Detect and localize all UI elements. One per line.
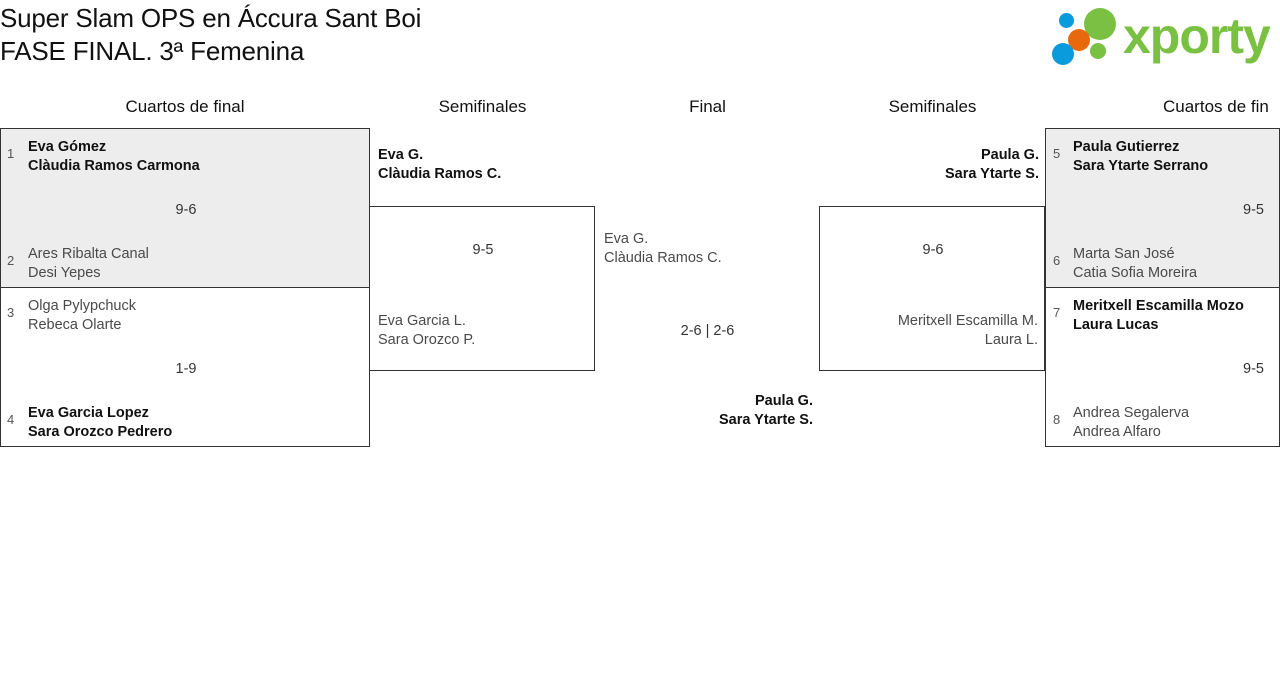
player-name: Catia Sofia Moreira: [1073, 265, 1198, 281]
round-header-quarterfinals-left: Cuartos de final: [125, 97, 245, 116]
team-top: Meritxell Escamilla Mozo Laura Lucas: [1073, 297, 1244, 335]
seed-number: 1: [7, 146, 15, 161]
seed-number: 8: [1053, 412, 1061, 427]
player-name: Rebeca Olarte: [28, 317, 122, 333]
round-header-semifinals-right: Semifinales: [888, 97, 977, 116]
player-name: Paula G.: [980, 147, 1039, 163]
round-header-final: Final: [689, 97, 726, 116]
match-quarterfinal-4[interactable]: 7 Meritxell Escamilla Mozo Laura Lucas 8…: [1045, 287, 1280, 447]
player-name: Eva Gómez: [28, 139, 107, 155]
match-quarterfinal-1[interactable]: 1 Eva Gómez Clàudia Ramos Carmona 2 Ares…: [0, 128, 370, 288]
player-name: Eva Garcia L.: [378, 313, 466, 329]
player-name: Andrea Segalerva: [1073, 405, 1190, 421]
player-name: Andrea Alfaro: [1073, 424, 1161, 440]
logo-dot-green-small: [1090, 43, 1106, 59]
player-name: Meritxell Escamilla Mozo: [1073, 298, 1244, 314]
player-name: Sara Orozco P.: [378, 332, 476, 348]
team-bottom: Andrea Segalerva Andrea Alfaro: [1073, 404, 1189, 442]
title-line-2: FASE FINAL. 3ª Femenina: [0, 36, 305, 66]
match-score: 1-9: [175, 361, 197, 377]
title-line-1: Super Slam OPS en Áccura Sant Boi: [0, 3, 422, 33]
final-champion: Paula G. Sara Ytarte S.: [560, 392, 813, 430]
match-score: 9-5: [472, 242, 494, 258]
team-bottom: Ares Ribalta Canal Desi Yepes: [28, 245, 149, 283]
player-name: Laura Lucas: [1073, 317, 1159, 333]
semifinal-right-winner: Paula G. Sara Ytarte S.: [620, 146, 1039, 184]
round-header-quarterfinals-right: Cuartos de fin: [1163, 97, 1269, 116]
seed-number: 5: [1053, 146, 1061, 161]
player-name: Sara Ytarte Serrano: [1073, 158, 1209, 174]
match-semifinal-left[interactable]: Eva Garcia L. Sara Orozco P. 9-5: [369, 206, 595, 371]
match-score: 9-6: [922, 242, 944, 258]
logo-dot-blue-medium: [1052, 43, 1074, 65]
final-score: 2-6 | 2-6: [680, 323, 735, 339]
player-name: Sara Orozco Pedrero: [28, 424, 173, 440]
xporty-logo[interactable]: xporty: [1045, 5, 1277, 67]
logo-wordmark: xporty: [1123, 8, 1271, 64]
final-runner-up: Eva G. Clàudia Ramos C.: [604, 230, 722, 268]
player-name: Eva Garcia Lopez: [28, 405, 149, 421]
player-name: Olga Pylypchuck: [28, 298, 136, 314]
player-name: Desi Yepes: [28, 265, 101, 281]
player-name: Marta San José: [1073, 246, 1175, 262]
seed-number: 2: [7, 253, 15, 268]
page-title: Super Slam OPS en Áccura Sant Boi FASE F…: [0, 2, 760, 68]
player-name: Paula G.: [754, 393, 813, 409]
round-header-semifinals-left: Semifinales: [438, 97, 527, 116]
player-name: Clàudia Ramos C.: [604, 250, 722, 266]
logo-dot-green-large: [1084, 8, 1116, 40]
team-top: Olga Pylypchuck Rebeca Olarte: [28, 297, 136, 335]
player-name: Sara Ytarte S.: [944, 166, 1039, 182]
team-top: Paula Gutierrez Sara Ytarte Serrano: [1073, 138, 1208, 176]
seed-number: 7: [1053, 305, 1061, 320]
match-score: 9-5: [1243, 202, 1264, 218]
match-quarterfinal-3[interactable]: 5 Paula Gutierrez Sara Ytarte Serrano 6 …: [1045, 128, 1280, 288]
seed-number: 6: [1053, 253, 1061, 268]
seed-number: 3: [7, 305, 15, 320]
match-score: 9-6: [175, 202, 197, 218]
team-bottom: Marta San José Catia Sofia Moreira: [1073, 245, 1197, 283]
team-bottom: Meritxell Escamilla M. Laura L.: [820, 312, 1038, 350]
player-name: Eva G.: [604, 231, 649, 247]
match-quarterfinal-2[interactable]: 3 Olga Pylypchuck Rebeca Olarte 4 Eva Ga…: [0, 287, 370, 447]
player-name: Meritxell Escamilla M.: [897, 313, 1038, 329]
match-semifinal-right[interactable]: Meritxell Escamilla M. Laura L. 9-6: [819, 206, 1045, 371]
player-name: Eva G.: [378, 147, 424, 163]
semifinal-left-winner: Eva G. Clàudia Ramos C.: [378, 146, 501, 184]
team-bottom: Eva Garcia L. Sara Orozco P.: [378, 312, 475, 350]
seed-number: 4: [7, 412, 15, 427]
team-bottom: Eva Garcia Lopez Sara Orozco Pedrero: [28, 404, 172, 442]
team-top: Eva Gómez Clàudia Ramos Carmona: [28, 138, 200, 176]
player-name: Clàudia Ramos C.: [378, 166, 502, 182]
player-name: Laura L.: [984, 332, 1038, 348]
logo-dot-blue-small: [1059, 13, 1074, 28]
player-name: Paula Gutierrez: [1073, 139, 1180, 155]
player-name: Clàudia Ramos Carmona: [28, 158, 200, 174]
logo-dots-icon: [1045, 5, 1135, 67]
logo-dot-orange: [1068, 29, 1090, 51]
player-name: Ares Ribalta Canal: [28, 246, 149, 262]
player-name: Sara Ytarte S.: [718, 412, 813, 428]
match-score: 9-5: [1243, 361, 1264, 377]
